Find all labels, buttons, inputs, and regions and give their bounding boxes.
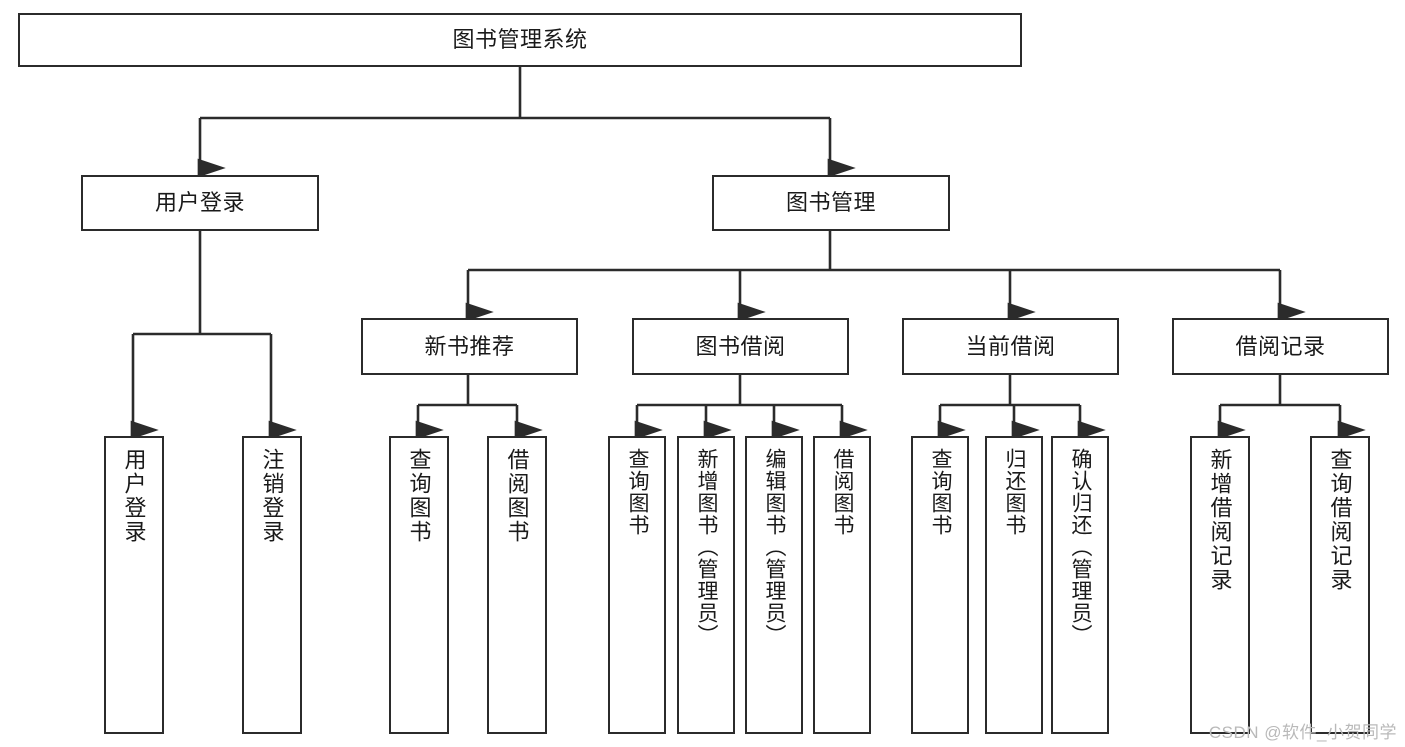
node-leaf-query-record-label: 查询借阅记录 (1327, 448, 1353, 592)
node-leaf-add-record[interactable]: 新增借阅记录 (1190, 436, 1250, 734)
node-leaf-edit-book-label: 编辑图书（管理员） (763, 448, 787, 646)
node-root-label: 图书管理系统 (452, 27, 588, 53)
node-leaf-query-book-new-label: 查询图书 (406, 448, 432, 544)
node-leaf-add-record-label: 新增借阅记录 (1207, 448, 1233, 592)
node-leaf-borrow-book-new-label: 借阅图书 (504, 448, 530, 544)
node-borrow-record[interactable]: 借阅记录 (1172, 318, 1389, 375)
node-book-borrow-label: 图书借阅 (695, 333, 786, 359)
node-leaf-return-book[interactable]: 归还图书 (985, 436, 1043, 734)
node-leaf-query-book-borrow[interactable]: 查询图书 (608, 436, 666, 734)
node-book-manage[interactable]: 图书管理 (712, 175, 950, 231)
node-leaf-add-book[interactable]: 新增图书（管理员） (677, 436, 735, 734)
node-leaf-add-book-label: 新增图书（管理员） (695, 448, 719, 646)
node-leaf-logout-label: 注销登录 (259, 448, 285, 544)
node-leaf-borrow-book-label: 借阅图书 (831, 448, 855, 536)
csdn-watermark: CSDN @软件_小贺同学 (1208, 723, 1397, 742)
node-leaf-user-login-label: 用户登录 (121, 448, 147, 544)
node-leaf-query-book-borrow-label: 查询图书 (626, 448, 650, 536)
node-leaf-query-book-current[interactable]: 查询图书 (911, 436, 969, 734)
node-new-book-recommend-label: 新书推荐 (424, 333, 515, 359)
node-leaf-confirm-return[interactable]: 确认归还（管理员） (1051, 436, 1109, 734)
node-leaf-return-book-label: 归还图书 (1003, 448, 1027, 536)
node-leaf-confirm-return-label: 确认归还（管理员） (1069, 448, 1093, 646)
node-leaf-edit-book[interactable]: 编辑图书（管理员） (745, 436, 803, 734)
node-leaf-query-book-new[interactable]: 查询图书 (389, 436, 449, 734)
node-current-borrow[interactable]: 当前借阅 (902, 318, 1119, 375)
node-new-book-recommend[interactable]: 新书推荐 (361, 318, 578, 375)
node-leaf-borrow-book-new[interactable]: 借阅图书 (487, 436, 547, 734)
node-book-manage-label: 图书管理 (785, 190, 876, 216)
node-book-borrow[interactable]: 图书借阅 (632, 318, 849, 375)
node-user-login-label: 用户登录 (154, 190, 245, 216)
node-leaf-user-login[interactable]: 用户登录 (104, 436, 164, 734)
node-leaf-logout[interactable]: 注销登录 (242, 436, 302, 734)
node-leaf-query-book-current-label: 查询图书 (929, 448, 953, 536)
node-root[interactable]: 图书管理系统 (18, 13, 1022, 67)
node-user-login[interactable]: 用户登录 (81, 175, 319, 231)
node-borrow-record-label: 借阅记录 (1235, 333, 1326, 359)
node-current-borrow-label: 当前借阅 (965, 333, 1056, 359)
node-leaf-borrow-book[interactable]: 借阅图书 (813, 436, 871, 734)
node-leaf-query-record[interactable]: 查询借阅记录 (1310, 436, 1370, 734)
